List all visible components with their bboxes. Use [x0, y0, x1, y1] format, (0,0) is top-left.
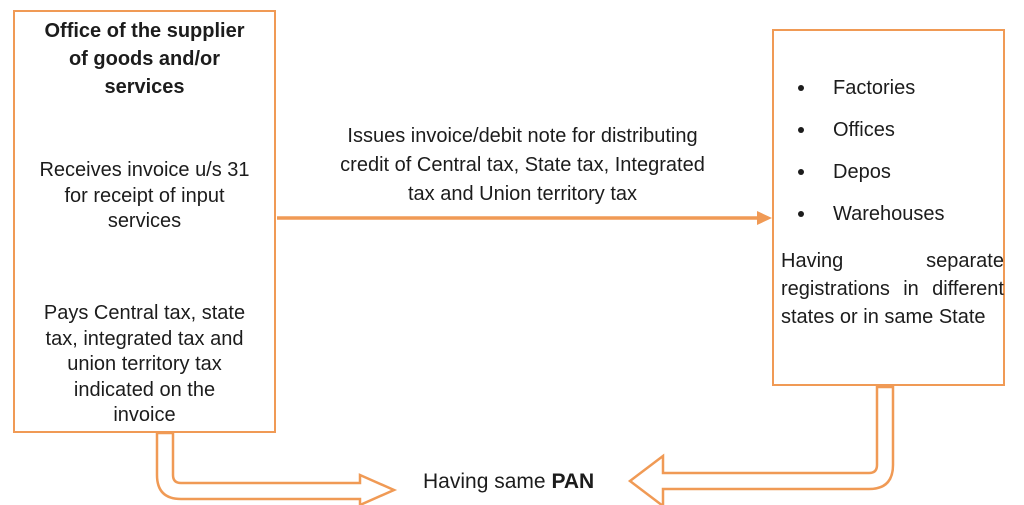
step-receives-invoice: Receives invoice u/s 31 for receipt of i… — [39, 159, 250, 232]
elbow-arrow-left — [155, 431, 398, 505]
registrations-note: Having separate registrations in differe… — [781, 250, 1004, 328]
bullet-item-warehouses: Warehouses — [774, 193, 1003, 235]
bullet-dot — [798, 85, 804, 91]
recipients-bullet-list: Factories Offices Depos Warehouses — [774, 67, 1003, 235]
step-pays-taxes: Pays Central tax, state tax, integrated … — [43, 302, 246, 426]
pan-label-bold: PAN — [551, 470, 595, 493]
bullet-dot — [798, 169, 804, 175]
bullet-dot — [798, 211, 804, 217]
connector-label: Issues invoice/debit note for distributi… — [340, 125, 705, 205]
supplier-box: Office of the supplier of goods and/or s… — [13, 10, 276, 433]
recipients-box: Factories Offices Depos Warehouses Havin… — [772, 29, 1005, 386]
bullet-item-offices: Offices — [774, 109, 1003, 151]
elbow-arrow-right — [627, 385, 895, 505]
bullet-item-factories: Factories — [774, 67, 1003, 109]
supplier-box-title: Office of the supplier of goods and/or s… — [44, 20, 245, 98]
right-arrow-connector — [277, 211, 772, 225]
bullet-item-depos: Depos — [774, 151, 1003, 193]
pan-label-prefix: Having same — [423, 470, 546, 493]
bullet-dot — [798, 127, 804, 133]
